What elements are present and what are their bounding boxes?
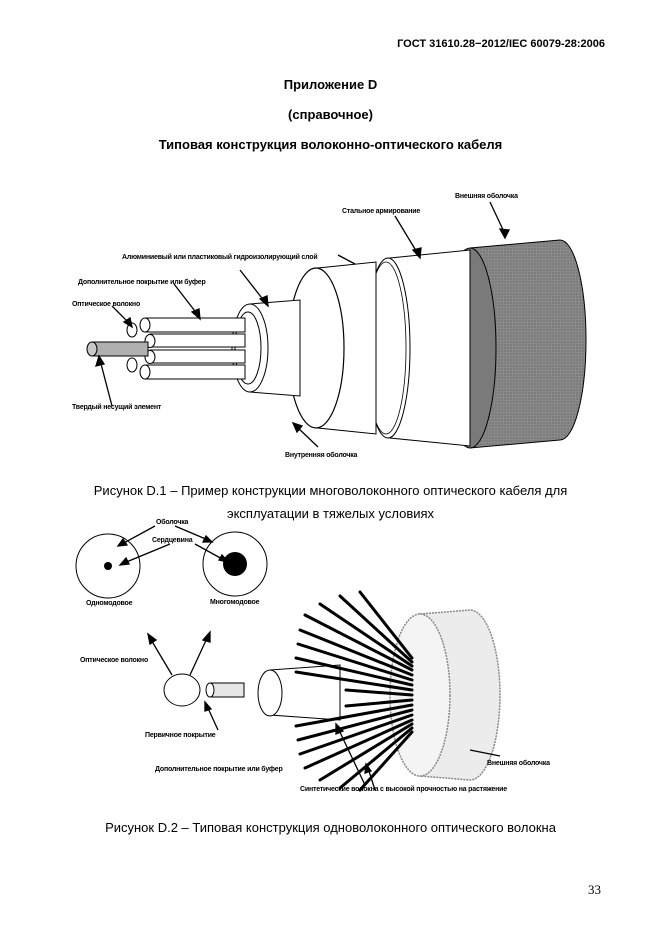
figure-d1-caption-line1: Рисунок D.1 – Пример конструкции многово… [93,483,568,498]
figure-d1-caption-line2: эксплуатации в тяжелых условиях [226,506,435,521]
figure-d1-illustration [86,201,587,449]
label-optical-fiber-2: Оптическое волокно [80,657,149,664]
label-outer-sheath-2: Внешняя оболочка [487,760,550,767]
label-outer-sheath: Внешняя оболочка [455,193,518,200]
label-single-mode: Одномодовое [86,600,133,607]
label-buffer: Дополнительное покрытие или буфер [78,279,206,286]
figure-d2-illustration [75,525,501,792]
label-multi-mode: Многомодовое [210,599,260,606]
appendix-subtitle: (справочное) [288,107,373,122]
label-steel-armor: Стальное армирование [342,208,421,215]
page-number: 33 [588,882,601,897]
label-synthetic-fibers: Синтетические волокна с высокой прочност… [300,786,507,793]
label-cladding: Оболочка [156,519,189,526]
standard-header: ГОСТ 31610.28−2012/IEC 60079-28:2006 [397,38,605,50]
label-core: Сердцевина [152,537,193,544]
label-water-barrier: Алюминиевый или пластиковый гидроизолиру… [122,254,318,261]
appendix-title: Приложение D [283,77,378,92]
label-strength-member: Твердый несущий элемент [72,404,162,411]
label-primary-coating: Первичное покрытие [145,732,216,739]
label-inner-sheath: Внутренняя оболочка [285,452,358,459]
label-buffer-2: Дополнительное покрытие или буфер [155,766,283,773]
figure-d2-caption: Рисунок D.2 – Типовая конструкция одново… [105,820,556,835]
label-optical-fiber: Оптическое волокно [72,301,141,308]
appendix-heading: Типовая конструкция волоконно-оптическог… [158,137,503,152]
